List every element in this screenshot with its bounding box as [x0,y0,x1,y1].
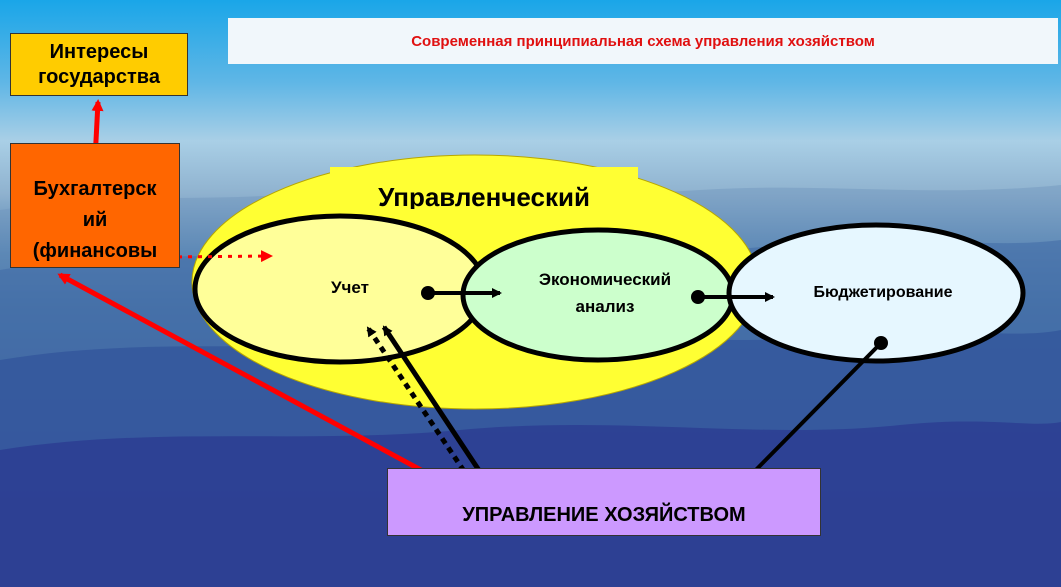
management-box: УПРАВЛЕНИЕ ХОЗЯЙСТВОМ [387,468,821,536]
econ-label-line-1: Экономический [538,270,672,289]
econ-label-line-2: анализ [575,297,635,316]
connector-management-uchet-dashed [365,326,473,482]
connector-dot [874,336,888,350]
accounting-line-4: й) [11,267,179,268]
accounting-line-2: ий [82,209,108,231]
accounting-line-3: (финансовы [32,240,158,262]
uchet-label: Учет [330,278,369,297]
accounting-line-1: Бухгалтерск [33,178,157,200]
diagram-title: Современная принципиальная схема управле… [228,18,1058,64]
connector-dot [421,286,435,300]
budget-label: Бюджетирование [813,284,953,301]
connector-accounting-ellipse [167,250,273,263]
connector-dot [691,290,705,304]
connector-management-accounting [57,272,460,493]
connector-budget-management [740,341,883,486]
budget-ellipse [726,222,1026,364]
connector-management-uchet-solid [381,325,493,489]
econ-label: Экономический анализ [480,266,730,320]
big-ellipse-label: Управленческий [330,167,638,209]
interests-line-2: государства [38,65,160,88]
interests-line-1: Интересы [49,40,149,63]
big-ellipse-label-text: Управленческий [378,182,590,209]
interests-box: Интересы государства [10,33,188,96]
accounting-box: Бухгалтерск ий (финансовы й) [10,143,180,268]
diagram-title-text: Современная принципиальная схема управле… [411,32,875,50]
management-label: УПРАВЛЕНИЕ ХОЗЯЙСТВОМ [462,504,746,526]
